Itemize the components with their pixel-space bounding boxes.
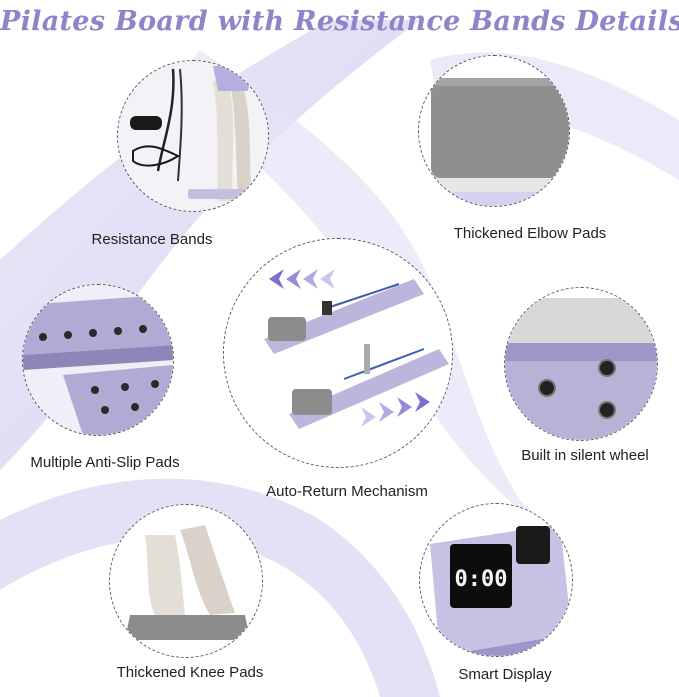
- anti-slip-photo: [22, 284, 174, 436]
- resistance-bands-caption: Resistance Bands: [91, 231, 213, 248]
- silent-wheel-photo: [504, 287, 658, 441]
- elbow-pads-photo: [418, 55, 570, 207]
- wheel-icon: [538, 359, 616, 419]
- page-title: Pilates Board with Resistance Bands Deta…: [0, 6, 679, 37]
- left-arrows-icon: [269, 269, 335, 289]
- right-arrows-icon: [361, 392, 430, 427]
- anti-slip-caption: Multiple Anti-Slip Pads: [30, 454, 180, 471]
- smart-display-caption: Smart Display: [458, 666, 552, 683]
- display-readout: 0:00: [455, 567, 508, 592]
- elbow-pads-caption: Thickened Elbow Pads: [453, 225, 607, 242]
- smart-display-photo: 0:00: [419, 503, 573, 657]
- resistance-bands-photo: [117, 60, 269, 212]
- knee-pads-caption: Thickened Knee Pads: [116, 664, 264, 681]
- anti-slip-dots: [39, 325, 159, 414]
- auto-return-caption: Auto-Return Mechanism: [266, 483, 428, 500]
- knee-pads-photo: [109, 504, 263, 658]
- silent-wheel-caption: Built in silent wheel: [521, 447, 649, 464]
- auto-return-photo: [223, 238, 453, 468]
